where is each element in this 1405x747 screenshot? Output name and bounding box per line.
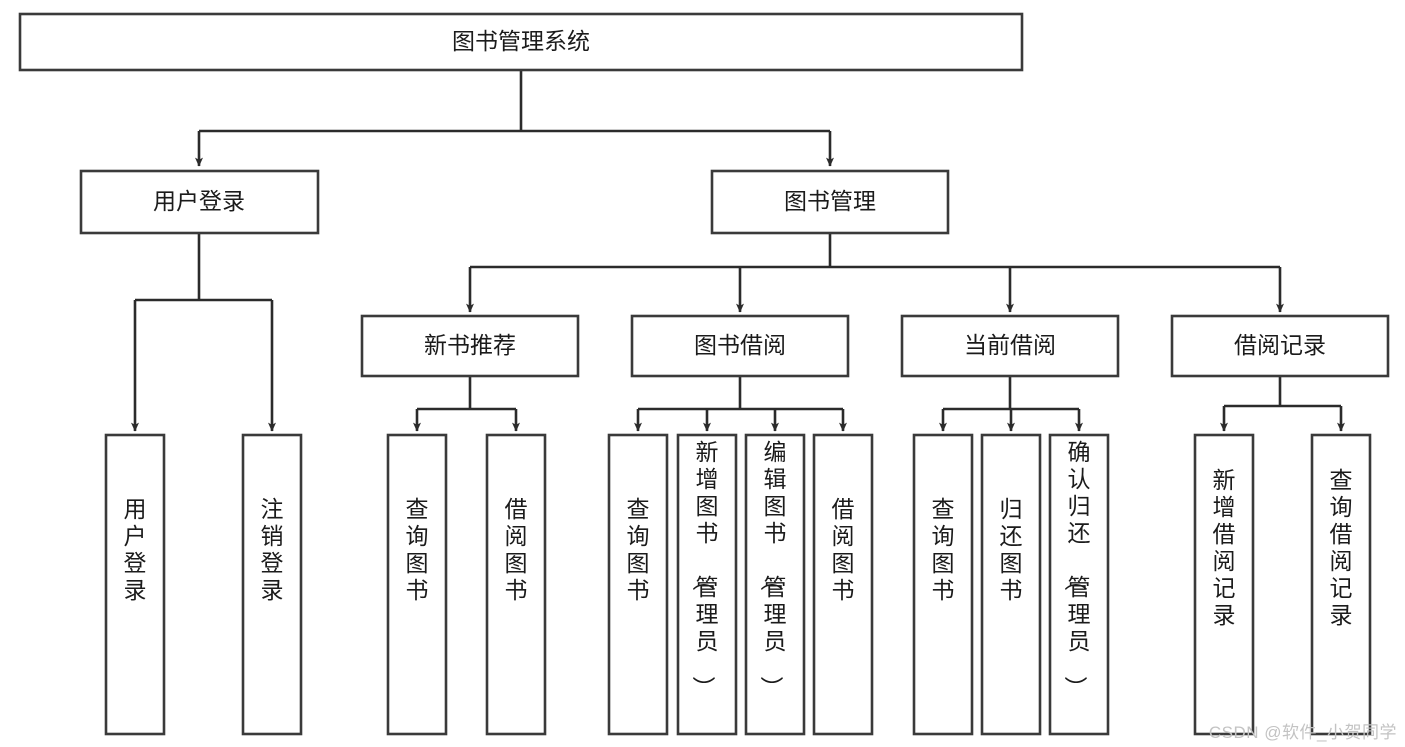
- node-book-manage-box[interactable]: [710, 169, 950, 235]
- node-current-borrow-box[interactable]: [900, 314, 1120, 378]
- node-borrow-record-label: 借阅记录: [1234, 332, 1326, 358]
- node-book-borrow[interactable]: 图书借阅: [630, 314, 850, 378]
- node-leaf-query-book-2-label: 查询图书: [627, 496, 650, 603]
- node-new-book-recommend-box[interactable]: [360, 314, 580, 378]
- node-user-login[interactable]: 用户登录: [79, 169, 320, 235]
- node-leaf-query-book-3[interactable]: 查询图书: [912, 433, 974, 736]
- node-leaf-add-record[interactable]: 新增借阅记录: [1193, 433, 1255, 736]
- node-leaf-confirm-return[interactable]: 确认归还（管理员）: [1048, 433, 1110, 736]
- node-leaf-edit-book[interactable]: 编辑图书（管理员）: [744, 433, 806, 736]
- node-leaf-query-book-2[interactable]: 查询图书: [607, 433, 669, 736]
- connector-layer: [131, 70, 1345, 432]
- node-leaf-confirm-return-label: 确认归还（管理员）: [1063, 439, 1091, 699]
- node-leaf-query-book-2-box[interactable]: [607, 433, 669, 736]
- node-leaf-confirm-return-box[interactable]: [1048, 433, 1110, 736]
- node-leaf-edit-book-box[interactable]: [744, 433, 806, 736]
- node-leaf-borrow-book-2-label: 借阅图书: [832, 496, 855, 603]
- node-leaf-add-record-box[interactable]: [1193, 433, 1255, 736]
- node-leaf-add-book[interactable]: 新增图书（管理员）: [676, 433, 738, 736]
- node-leaf-borrow-book-1-label: 借阅图书: [505, 496, 528, 603]
- node-book-manage-label: 图书管理: [784, 188, 876, 214]
- node-new-book-recommend-label: 新书推荐: [424, 332, 516, 358]
- node-leaf-add-book-box[interactable]: [676, 433, 738, 736]
- node-root[interactable]: 图书管理系统: [18, 12, 1024, 72]
- node-leaf-add-record-label: 新增借阅记录: [1213, 467, 1236, 628]
- node-book-borrow-label: 图书借阅: [694, 332, 786, 358]
- node-leaf-return-book[interactable]: 归还图书: [980, 433, 1042, 736]
- node-user-login-label: 用户登录: [153, 188, 245, 214]
- node-current-borrow-label: 当前借阅: [964, 332, 1056, 358]
- node-user-login-box[interactable]: [79, 169, 320, 235]
- node-leaf-query-book-3-label: 查询图书: [932, 496, 955, 603]
- node-leaf-borrow-book-2-box[interactable]: [812, 433, 874, 736]
- node-leaf-query-record-label: 查询借阅记录: [1330, 467, 1353, 628]
- node-leaf-query-book-1[interactable]: 查询图书: [386, 433, 448, 736]
- node-borrow-record-box[interactable]: [1170, 314, 1390, 378]
- node-leaf-query-record[interactable]: 查询借阅记录: [1310, 433, 1372, 736]
- node-leaf-user-logout-label: 注销登录: [261, 496, 284, 603]
- node-leaf-edit-book-label: 编辑图书（管理员）: [759, 439, 787, 699]
- node-leaf-query-record-box[interactable]: [1310, 433, 1372, 736]
- node-current-borrow[interactable]: 当前借阅: [900, 314, 1120, 378]
- node-leaf-user-login[interactable]: 用户登录: [104, 433, 166, 736]
- node-new-book-recommend[interactable]: 新书推荐: [360, 314, 580, 378]
- node-leaf-query-book-3-box[interactable]: [912, 433, 974, 736]
- node-leaf-return-book-box[interactable]: [980, 433, 1042, 736]
- node-leaf-query-book-1-label: 查询图书: [406, 496, 429, 603]
- node-leaf-user-login-label: 用户登录: [124, 496, 147, 603]
- node-borrow-record[interactable]: 借阅记录: [1170, 314, 1390, 378]
- node-leaf-return-book-label: 归还图书: [1000, 496, 1023, 603]
- node-leaf-add-book-label: 新增图书（管理员）: [691, 439, 719, 699]
- node-book-manage[interactable]: 图书管理: [710, 169, 950, 235]
- node-book-borrow-box[interactable]: [630, 314, 850, 378]
- node-leaf-borrow-book-2[interactable]: 借阅图书: [812, 433, 874, 736]
- node-leaf-borrow-book-1[interactable]: 借阅图书: [485, 433, 547, 736]
- node-leaf-query-book-1-box[interactable]: [386, 433, 448, 736]
- node-root-label: 图书管理系统: [452, 28, 590, 54]
- node-root-box[interactable]: [18, 12, 1024, 72]
- node-leaf-borrow-book-1-box[interactable]: [485, 433, 547, 736]
- node-leaf-user-login-box[interactable]: [104, 433, 166, 736]
- node-leaf-user-logout-box[interactable]: [241, 433, 303, 736]
- node-leaf-user-logout[interactable]: 注销登录: [241, 433, 303, 736]
